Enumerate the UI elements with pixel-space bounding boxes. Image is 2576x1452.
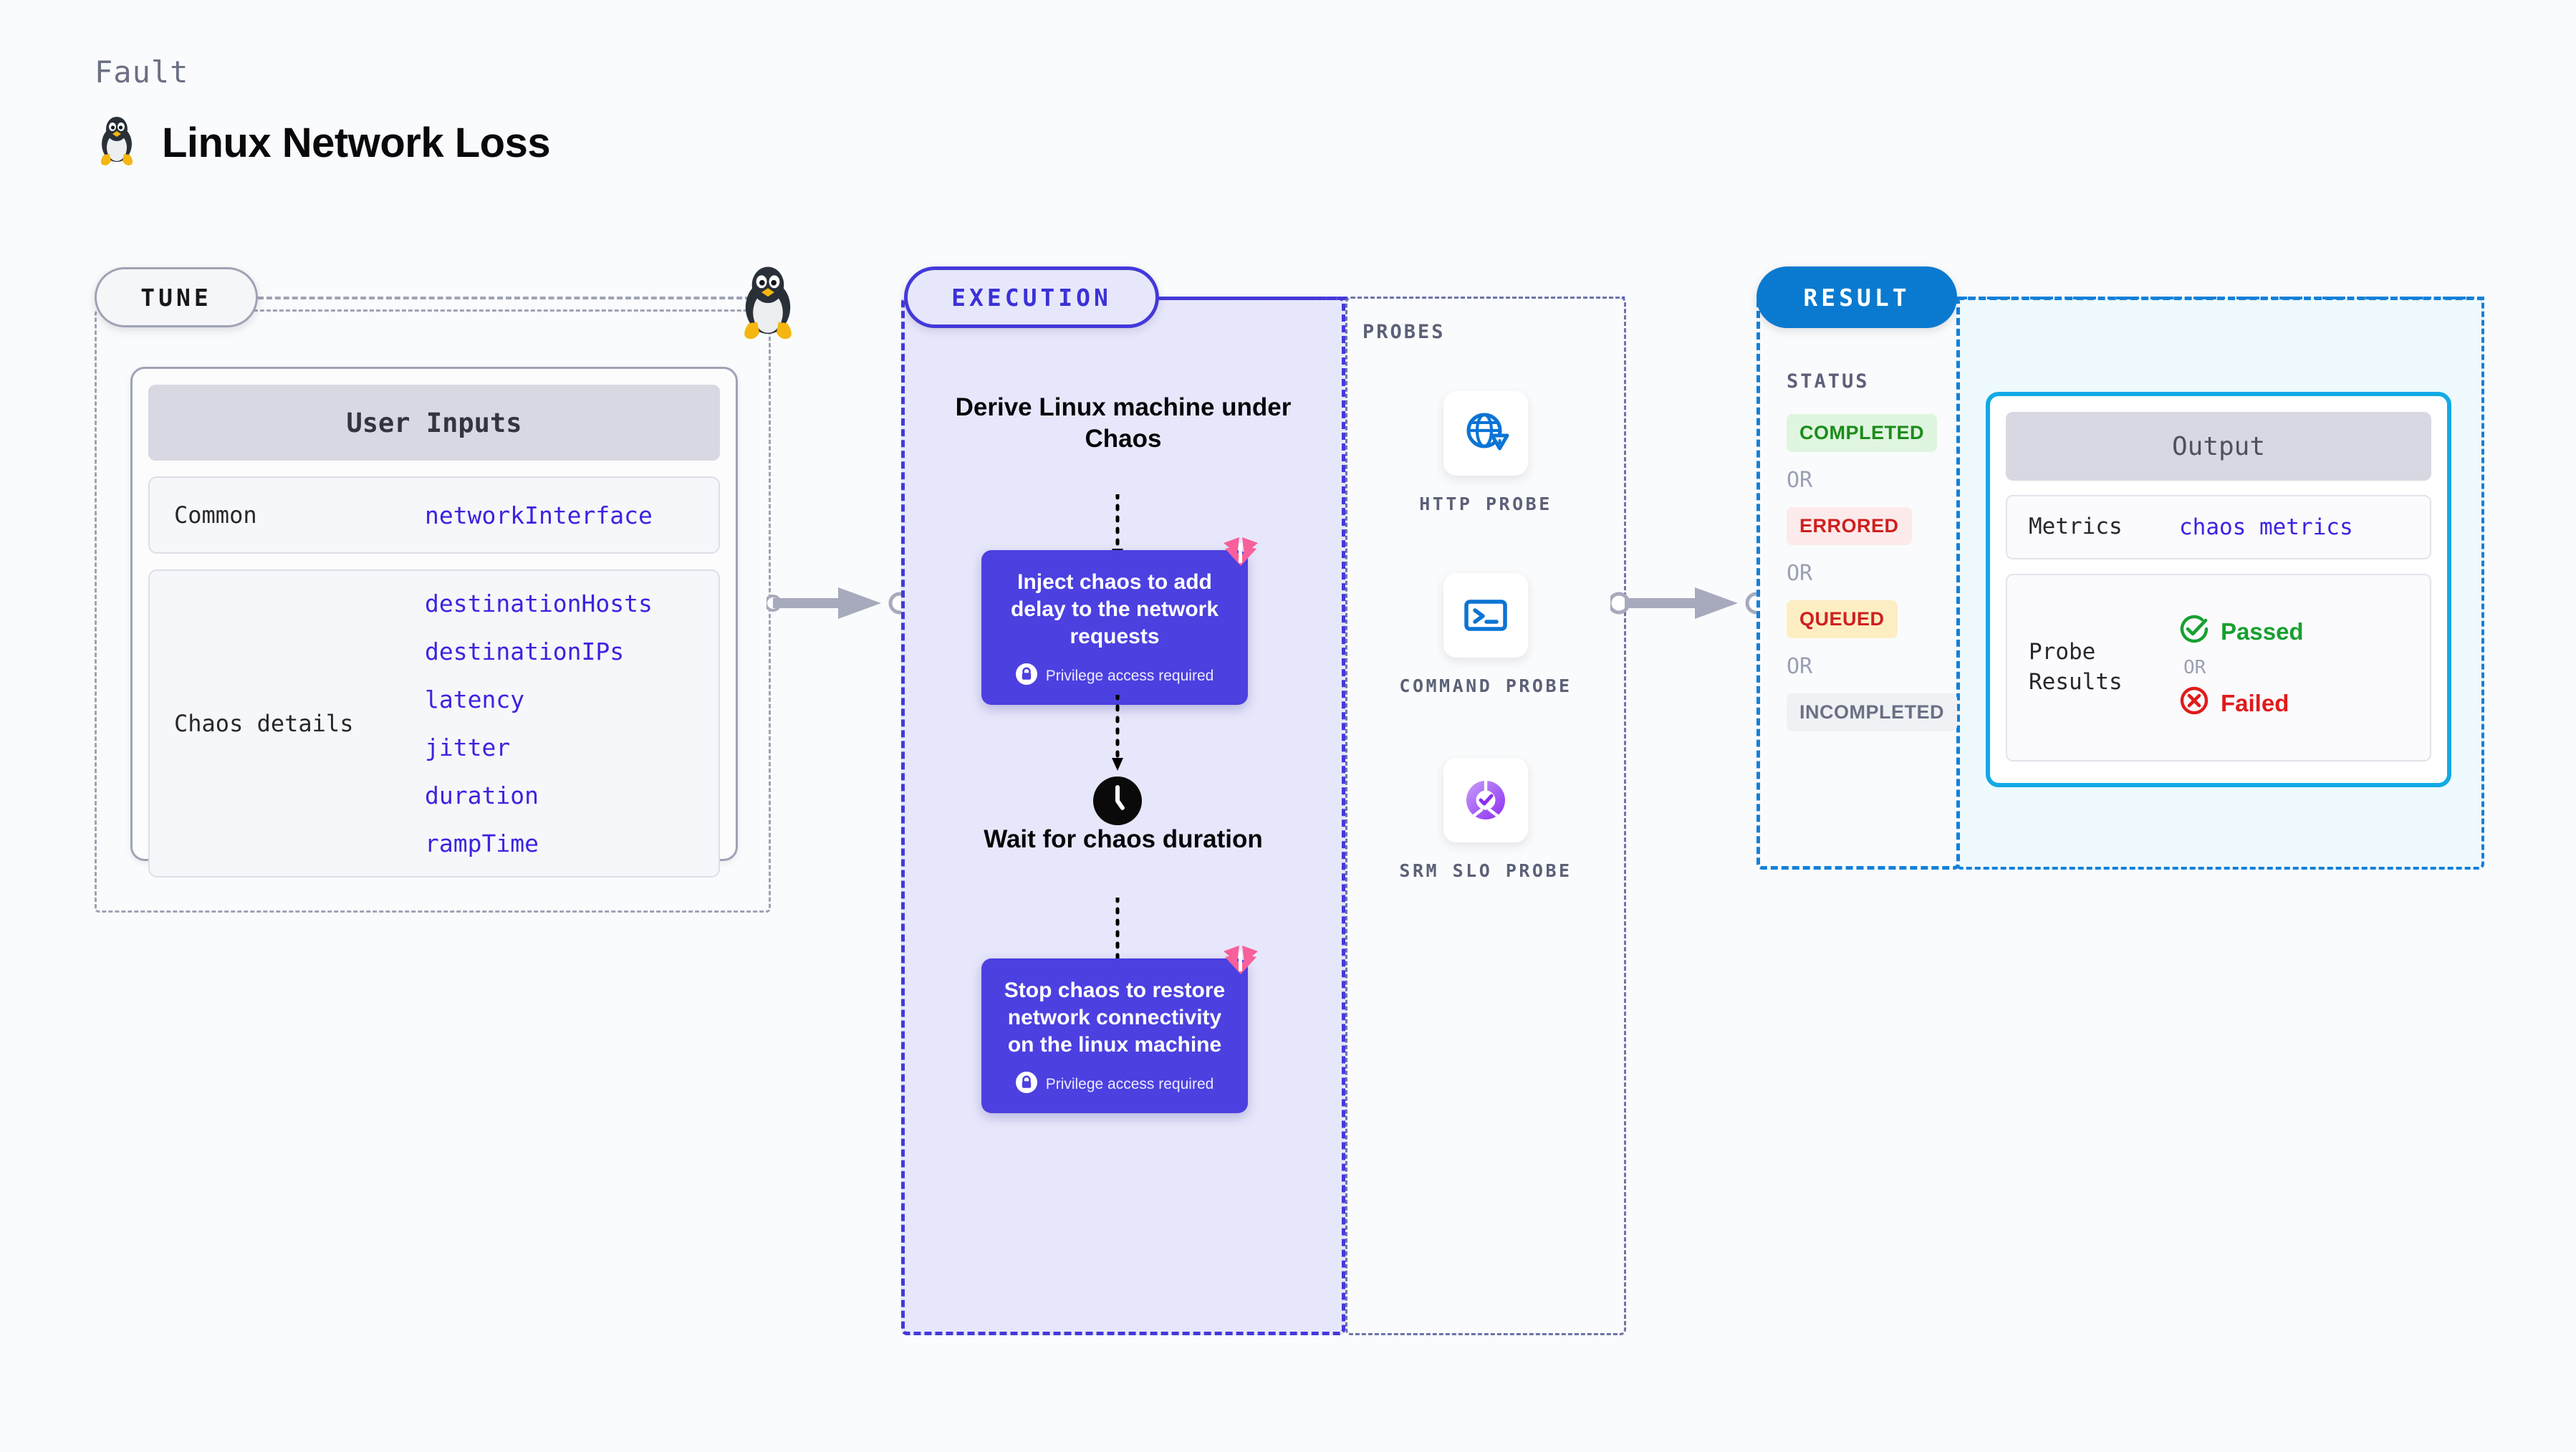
harness-logo-icon	[1218, 533, 1264, 581]
execution-step-card-stop[interactable]: Stop chaos to restore network connectivi…	[981, 946, 1258, 1114]
status-badge-label: COMPLETED	[1787, 414, 1938, 452]
result-status-region	[1756, 297, 1960, 870]
tune-top-dash	[258, 297, 759, 299]
status-badge-queued[interactable]: QUEUED	[1787, 600, 1944, 638]
status-badge-label: QUEUED	[1787, 600, 1898, 638]
probe-result-failed: Failed	[2179, 686, 2304, 721]
globe-warning-icon	[1443, 391, 1528, 476]
step-card-title: Stop chaos to restore network connectivi…	[1004, 979, 1226, 1057]
tune-param-networkinterface[interactable]: networkInterface	[425, 501, 653, 529]
linux-penguin-icon	[95, 115, 139, 171]
probe-item-http[interactable]: HTTP PROBE	[1345, 391, 1626, 517]
user-inputs-card: User Inputs Common networkInterface Chao…	[130, 367, 738, 878]
or-separator: OR	[1787, 468, 1813, 493]
user-inputs-title: User Inputs	[148, 385, 720, 461]
linux-penguin-icon	[732, 264, 804, 342]
result-label[interactable]: RESULT	[1756, 266, 1957, 328]
execution-step-card-inject[interactable]: Inject chaos to add delay to the network…	[981, 537, 1258, 706]
tune-row-key: Common	[174, 501, 257, 529]
or-separator: OR	[2183, 656, 2206, 678]
page-title-row: Linux Network Loss	[95, 115, 551, 171]
tune-row-common: Common networkInterface	[148, 476, 720, 554]
output-row-probe-results: Probe Results Passed OR	[2006, 573, 2431, 761]
probe-item-command[interactable]: COMMAND PROBE	[1345, 573, 1626, 699]
flow-arrow-2	[1103, 693, 1132, 777]
execution-label[interactable]: EXECUTION	[904, 266, 1159, 328]
tune-param-jitter[interactable]: jitter	[425, 734, 511, 761]
status-badge-label: INCOMPLETED	[1787, 693, 1958, 731]
probe-caption: COMMAND PROBE	[1399, 675, 1572, 696]
page-title: Linux Network Loss	[162, 120, 551, 166]
output-row-key: Metrics	[2029, 514, 2123, 539]
x-circle-icon	[2179, 686, 2209, 721]
probe-result-passed-label: Passed	[2221, 617, 2304, 645]
probe-item-srm-slo[interactable]: SRM SLO PROBE	[1345, 758, 1626, 884]
probes-label: PROBES	[1363, 321, 1446, 343]
privilege-text: Privilege access required	[1045, 668, 1214, 685]
tune-row-key: Chaos details	[174, 710, 354, 737]
probe-result-passed: Passed	[2179, 614, 2304, 650]
execution-step-wait: Wait for chaos duration	[984, 825, 1263, 853]
step-card-title: Inject chaos to add delay to the network…	[1010, 570, 1219, 649]
check-circle-icon	[2179, 614, 2209, 650]
lock-icon	[1015, 663, 1037, 689]
tune-row-chaos-details: Chaos details destinationHosts destinati…	[148, 569, 720, 878]
connector-probes-to-result	[1607, 582, 1775, 628]
status-badge-errored[interactable]: ERRORED	[1787, 507, 1944, 545]
tune-param-duration[interactable]: duration	[425, 782, 539, 809]
lock-icon	[1015, 1072, 1037, 1097]
output-metrics-value[interactable]: chaos metrics	[2179, 514, 2353, 540]
tune-param-latency[interactable]: latency	[425, 686, 525, 713]
status-badge-label: ERRORED	[1787, 507, 1912, 545]
tune-label[interactable]: TUNE	[95, 267, 258, 327]
output-card: Output Metrics chaos metrics Probe Resul…	[1986, 392, 2451, 787]
probe-result-failed-label: Failed	[2221, 689, 2289, 716]
or-separator: OR	[1787, 561, 1813, 586]
page-kicker: Fault	[95, 54, 189, 90]
or-separator: OR	[1787, 654, 1813, 679]
status-list: COMPLETED OR ERRORED OR QUEUED OR INCOMP…	[1787, 414, 1958, 731]
output-row-key: Probe Results	[2029, 639, 2123, 695]
tune-param-ramptime[interactable]: rampTime	[425, 830, 539, 857]
privilege-note: Privilege access required	[999, 1072, 1231, 1097]
harness-logo-icon	[1218, 941, 1264, 989]
status-section-label: STATUS	[1787, 370, 1870, 393]
tune-param-destinationhosts[interactable]: destinationHosts	[425, 590, 653, 617]
probe-caption: SRM SLO PROBE	[1399, 860, 1572, 881]
status-badge-completed[interactable]: COMPLETED	[1787, 414, 1944, 452]
result-top-dash	[1957, 297, 2484, 300]
clock-icon	[1092, 775, 1143, 830]
execution-step-derive: Derive Linux machine under Chaos	[955, 393, 1292, 453]
connector-tune-to-execution	[764, 582, 917, 628]
output-card-title: Output	[2006, 412, 2431, 481]
status-badge-incompleted[interactable]: INCOMPLETED	[1787, 693, 1958, 731]
probe-caption: HTTP PROBE	[1419, 494, 1552, 514]
privilege-note: Privilege access required	[999, 663, 1231, 689]
output-row-metrics: Metrics chaos metrics	[2006, 495, 2431, 559]
slo-donut-check-icon	[1443, 758, 1528, 842]
privilege-text: Privilege access required	[1045, 1076, 1214, 1093]
tune-param-destinationips[interactable]: destinationIPs	[425, 638, 625, 665]
terminal-icon	[1443, 573, 1528, 658]
